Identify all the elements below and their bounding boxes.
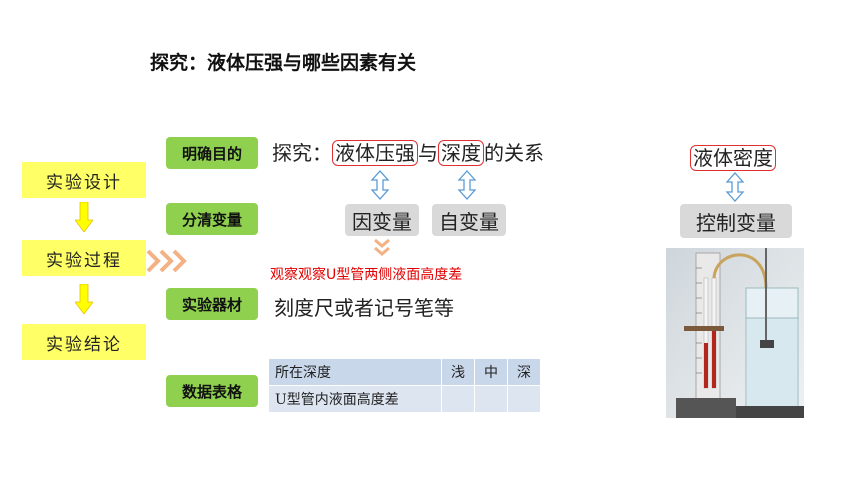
observation-note: 观察观察U型管两侧液面高度差: [270, 267, 463, 283]
table-cell: [474, 385, 508, 413]
independent-variable: 自变量: [432, 204, 506, 236]
double-arrow-icon: [370, 170, 390, 200]
apparatus-photo: [666, 248, 804, 418]
purpose-mid: 与: [418, 141, 438, 165]
term-pressure: 液体压强: [332, 140, 418, 166]
chevron-right-icon: [146, 249, 187, 273]
table-row-label: U型管内液面高度差: [268, 385, 442, 413]
label-purpose: 明确目的: [166, 137, 258, 169]
term-depth: 深度: [438, 140, 484, 166]
down-arrow-icon: [75, 284, 93, 314]
chevron-down-icon: [374, 238, 390, 256]
dependent-variable: 因变量: [345, 204, 419, 236]
label-variables: 分清变量: [166, 203, 258, 235]
table-header-cell: 所在深度: [268, 358, 442, 386]
step-design: 实验设计: [22, 162, 146, 198]
down-arrow-icon: [75, 202, 93, 232]
step-process: 实验过程: [22, 240, 146, 276]
density-factor: 液体密度: [690, 142, 776, 171]
equipment-text: 刻度尺或者记号笔等: [274, 296, 454, 320]
table-cell: [441, 385, 475, 413]
table-header-cell: 浅: [441, 358, 475, 386]
purpose-prefix: 探究：: [272, 141, 332, 165]
table-cell: [507, 385, 541, 413]
purpose-text: 探究：液体压强与深度的关系: [272, 139, 544, 167]
double-arrow-icon: [725, 172, 745, 202]
data-table: 所在深度 浅 中 深 U型管内液面高度差: [268, 358, 541, 413]
table-header-row: 所在深度 浅 中 深: [268, 358, 541, 386]
label-equipment: 实验器材: [166, 288, 258, 320]
table-header-cell: 中: [474, 358, 508, 386]
term-density: 液体密度: [690, 145, 776, 171]
control-variable: 控制变量: [680, 204, 792, 238]
step-conclusion: 实验结论: [22, 324, 146, 360]
table-header-cell: 深: [507, 358, 541, 386]
purpose-suffix: 的关系: [484, 141, 544, 165]
apparatus-illustration: [666, 248, 804, 418]
table-row: U型管内液面高度差: [268, 385, 541, 413]
page-title: 探究：液体压强与哪些因素有关: [150, 52, 417, 74]
label-table: 数据表格: [166, 375, 258, 407]
double-arrow-icon: [457, 170, 477, 200]
